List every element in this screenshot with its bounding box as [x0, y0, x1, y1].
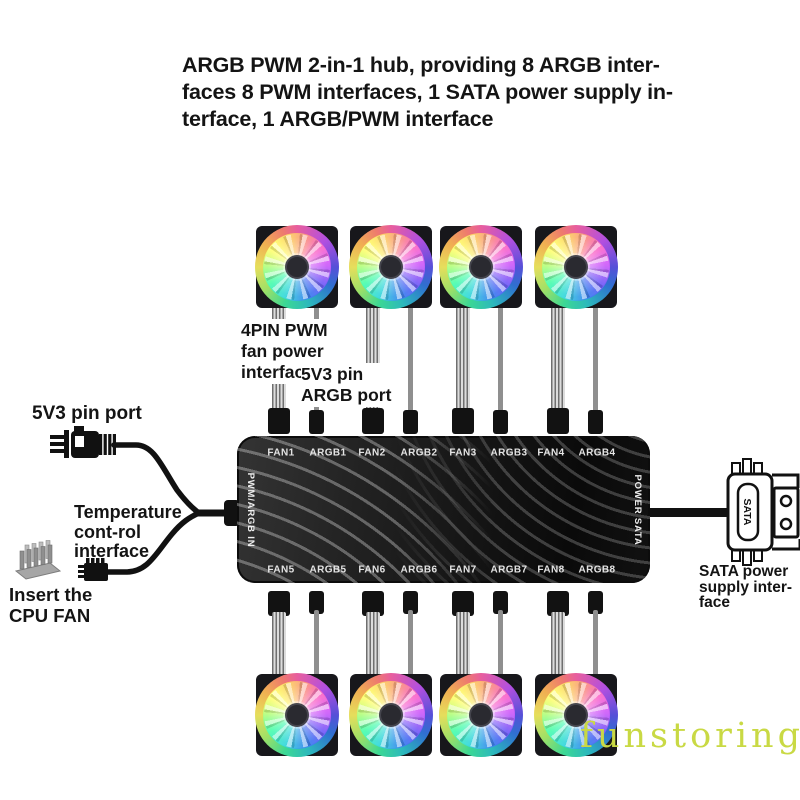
pwm-cable — [456, 612, 470, 678]
rgb-fan — [439, 673, 523, 757]
rgb-fan — [534, 225, 618, 309]
hub-port-label: ARGB2 — [400, 447, 438, 459]
watermark: funstoring — [580, 716, 800, 756]
argb-connector — [587, 591, 603, 614]
pwm-cable — [456, 304, 470, 410]
argb-cable — [592, 304, 598, 412]
hub-port-label: ARGB1 — [309, 447, 347, 459]
pwm-connector — [268, 408, 290, 434]
fan-hub-cap — [379, 703, 403, 727]
temperature-callout: Temperature cont-rol interface — [74, 502, 182, 561]
pin-port-callout: 5V3 pin port — [32, 403, 142, 424]
argb-cable — [592, 610, 598, 678]
argb-cable — [497, 610, 503, 678]
argb-connector — [402, 410, 418, 434]
fan-hub-cap — [469, 255, 493, 279]
pwm-connector — [547, 591, 569, 616]
argb-cable — [407, 610, 413, 678]
pwm-connector — [452, 591, 474, 616]
sata-cable-and-connector: SATA — [645, 458, 800, 566]
title-line: ARGB PWM 2-in-1 hub, providing 8 ARGB in… — [182, 53, 660, 77]
argb-cable — [497, 304, 503, 412]
pwm-connector — [452, 408, 474, 434]
hub-decor-arcs-right — [237, 436, 650, 583]
pwm-cable — [272, 612, 286, 678]
left-cables-and-connectors — [14, 426, 246, 581]
sata-supply-callout: SATA power supply inter- face — [699, 563, 793, 611]
sata-connector-text: SATA — [741, 498, 753, 525]
fan-hub-cap — [564, 703, 588, 727]
hub-power-label: POWER SATA — [632, 474, 643, 546]
rgb-fan — [534, 673, 618, 757]
hub-port-label: ARGB5 — [309, 564, 347, 576]
argb-connector — [492, 410, 508, 434]
argb-cable — [407, 304, 413, 412]
fan-hub-cap — [285, 703, 309, 727]
cpu-fan-header-icon — [14, 540, 62, 580]
argb-cable — [313, 610, 319, 678]
pwm-connector — [268, 591, 290, 616]
hub-port-label: ARGB6 — [400, 564, 438, 576]
product-title: ARGB PWM 2-in-1 hub, providing 8 ARGB in… — [182, 52, 673, 133]
cpu-fan-callout: Insert the CPU FAN — [9, 584, 93, 626]
hub-port-label: FAN6 — [358, 564, 386, 576]
temperature-connector-icon — [78, 558, 108, 581]
argb-connector — [402, 591, 418, 614]
hub-port-label: FAN5 — [267, 564, 295, 576]
hub-port-label: FAN8 — [537, 564, 565, 576]
hub-port-label: FAN4 — [537, 447, 565, 459]
rgb-fan — [255, 225, 339, 309]
hub-port-label: ARGB7 — [490, 564, 528, 576]
hub-input-label: PWM/ARGB IN — [245, 472, 256, 548]
fan-hub-cap — [285, 255, 309, 279]
rgb-fan — [439, 225, 523, 309]
pwm-cable — [551, 612, 565, 678]
title-line: faces 8 PWM interfaces, 1 SATA power sup… — [182, 80, 673, 104]
sata-connector-icon: SATA — [726, 458, 800, 566]
rgb-fan — [349, 673, 433, 757]
argb-port-callout: 5V3 pin ARGB port — [301, 363, 396, 407]
pwm-cable — [551, 304, 565, 410]
fan-hub-cap — [469, 703, 493, 727]
rgb-fan — [255, 673, 339, 757]
hub-port-label: FAN7 — [449, 564, 477, 576]
pwm-connector — [362, 408, 384, 434]
pwm-connector — [362, 591, 384, 616]
hub-input-connector — [224, 500, 240, 526]
argb-connector — [587, 410, 603, 434]
hub-port-label: FAN1 — [267, 447, 295, 459]
argb-connector — [492, 591, 508, 614]
argb-connector — [308, 591, 324, 614]
hub-port-label: FAN3 — [449, 447, 477, 459]
rgb-fan — [349, 225, 433, 309]
title-line: terface, 1 ARGB/PWM interface — [182, 107, 494, 131]
hub-port-label: ARGB8 — [578, 564, 616, 576]
argb-connector — [308, 410, 324, 434]
5v3-pin-plug-icon — [50, 426, 116, 458]
hub-port-label: FAN2 — [358, 447, 386, 459]
hub-port-label: ARGB4 — [578, 447, 616, 459]
sata-cable — [645, 508, 735, 517]
pwm-cable — [366, 612, 380, 678]
hub-decor-arcs-left — [237, 436, 650, 583]
hub-port-label: ARGB3 — [490, 447, 528, 459]
fan-hub-cap — [379, 255, 403, 279]
pwm-connector — [547, 408, 569, 434]
fan-hub-cap — [564, 255, 588, 279]
